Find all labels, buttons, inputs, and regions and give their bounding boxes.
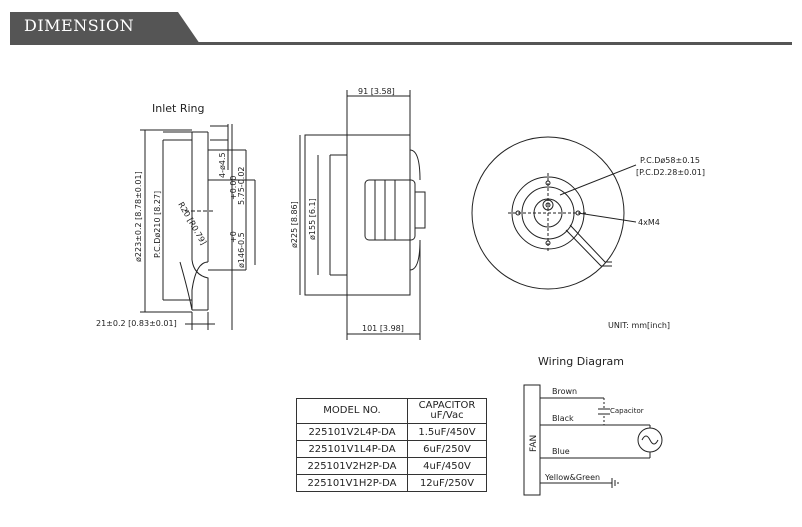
wiring-title: Wiring Diagram	[538, 355, 624, 368]
side-top-dim: 91 [3.58]	[358, 87, 395, 96]
front-pcd-dim: P.C.Dø58±0.15	[640, 156, 700, 165]
inlet-pcd-dim: P.C.Dø210 [8.27]	[153, 191, 162, 258]
header-divider	[10, 42, 792, 45]
capacitor-cell: 1.5uF/450V	[407, 423, 487, 441]
inlet-ring-drawing	[140, 124, 256, 330]
table-row: 225101V1L4P-DA 6uF/250V	[296, 440, 487, 458]
section-title: DIMENSION	[24, 16, 135, 35]
wire-yellow-green: Yellow&Green	[544, 473, 600, 482]
inlet-tol-dim: +0.00	[229, 175, 238, 200]
table-header-model: MODEL NO.	[296, 398, 408, 424]
wiring-fan-label: FAN	[529, 435, 539, 452]
inlet-width-dim: 21±0.2 [0.83±0.01]	[96, 319, 177, 328]
side-hub-dim: ø155 [6.1]	[308, 198, 317, 240]
side-dia-dim: ø225 [8.86]	[290, 201, 299, 248]
model-cell: 225101V2L4P-DA	[296, 423, 408, 441]
front-view-drawing	[471, 136, 637, 290]
inlet-outer-dim: ø223±0.2 [8.78±0.01]	[134, 171, 143, 262]
side-bottom-dim: 101 [3.98]	[362, 324, 404, 333]
inlet-inner-tol: +0	[229, 231, 238, 243]
table-header-capacitor: CAPACITOR uF/Vac	[407, 398, 487, 424]
model-cell: 225101V1L4P-DA	[296, 440, 408, 458]
front-screws-dim: 4xM4	[638, 218, 660, 227]
front-pcd-inch: [P.C.D2.28±0.01]	[636, 168, 705, 177]
capacitor-cell: 4uF/450V	[407, 457, 487, 475]
table-row: 225101V2H2P-DA 4uF/450V	[296, 457, 487, 475]
inlet-depth-dim: 5.75-0.02	[237, 166, 246, 205]
wiring-diagram-drawing	[523, 384, 663, 496]
capacitor-cell: 12uF/250V	[407, 474, 487, 492]
capacitor-header-line1: CAPACITOR	[418, 400, 476, 411]
capacitor-label: Capacitor	[610, 407, 644, 415]
wire-black: Black	[552, 414, 574, 423]
table-row: 225101V2L4P-DA 1.5uF/450V	[296, 423, 487, 441]
inlet-inner-dim: ø146-0.5	[237, 232, 246, 268]
table-header-row: MODEL NO. CAPACITOR uF/Vac	[296, 398, 487, 424]
table-row: 225101V1H2P-DA 12uF/250V	[296, 474, 487, 492]
capacitor-cell: 6uF/250V	[407, 440, 487, 458]
header-tab	[10, 12, 200, 44]
side-view-drawing	[299, 90, 426, 340]
model-table: MODEL NO. CAPACITOR uF/Vac 225101V2L4P-D…	[296, 398, 487, 492]
inlet-holes-dim: 4-ø4.5	[218, 152, 227, 178]
model-cell: 225101V1H2P-DA	[296, 474, 408, 492]
unit-label: UNIT: mm[inch]	[608, 321, 670, 330]
wire-brown: Brown	[552, 387, 577, 396]
wire-blue: Blue	[552, 447, 570, 456]
capacitor-header-line2: uF/Vac	[430, 410, 464, 421]
model-cell: 225101V2H2P-DA	[296, 457, 408, 475]
inlet-ring-label: Inlet Ring	[152, 102, 205, 115]
